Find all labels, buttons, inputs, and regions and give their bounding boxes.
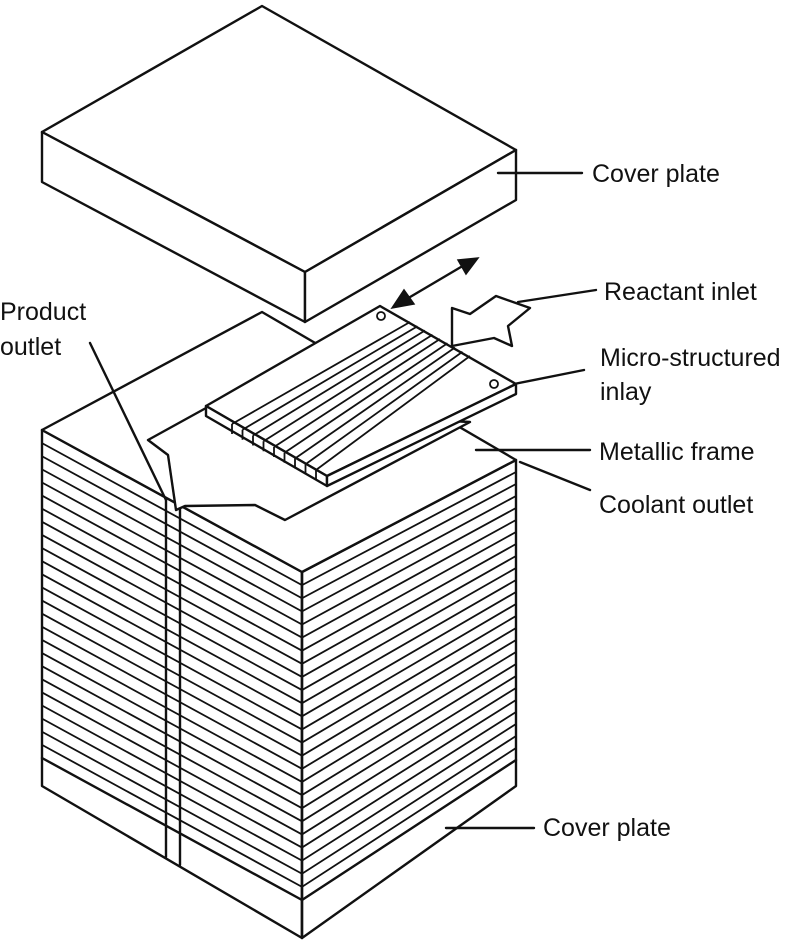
label-cover-plate-bottom: Cover plate	[543, 814, 671, 842]
leader-reactant-inlet	[516, 288, 598, 304]
label-product-outlet-2: outlet	[0, 333, 61, 361]
bottom-cover-right-edge	[300, 758, 518, 902]
flow-direction-arrow	[390, 257, 480, 310]
bottom-cover-left-edge	[40, 756, 304, 902]
frame-cavity-inner-edge	[147, 439, 177, 511]
label-metallic-frame: Metallic frame	[599, 438, 755, 466]
inlay-hole-right	[489, 379, 499, 389]
stack-body	[40, 428, 518, 940]
leader-coolant-outlet	[518, 460, 592, 492]
inlay-channel-line	[294, 346, 456, 460]
inlay-channel-line	[304, 351, 464, 465]
reactant-inlet-arrow	[450, 294, 532, 348]
arrow-head-left	[390, 288, 416, 310]
inlay-channel-line	[252, 329, 426, 437]
label-reactant-inlet: Reactant inlet	[604, 278, 757, 306]
inlay-channel-line	[283, 342, 449, 454]
inlay-channel-line	[273, 338, 441, 448]
inlay-channel-line	[242, 325, 418, 431]
double-arrow-shaft	[403, 262, 468, 302]
label-micro-structured-1: Micro-structured	[600, 344, 781, 372]
label-cover-plate-top: Cover plate	[592, 160, 720, 188]
top-cover-right-face	[303, 148, 518, 324]
leader-product-outlet	[88, 341, 168, 502]
label-micro-structured-2: inlay	[600, 378, 652, 406]
inlay-hole-left	[376, 311, 386, 321]
label-product-outlet-1: Product	[0, 298, 86, 326]
top-cover-plate	[40, 4, 518, 324]
leader-micro-structured-inlay	[512, 368, 586, 386]
label-coolant-outlet: Coolant outlet	[599, 491, 753, 519]
micro-structured-inlay	[204, 304, 518, 488]
inlay-channel-line	[263, 333, 433, 443]
arrow-head-right	[456, 257, 480, 276]
inlay-right-face	[325, 382, 518, 488]
inlay-channel-lines	[231, 321, 471, 480]
inlay-channel-line	[231, 321, 411, 425]
leader-lines	[88, 171, 598, 830]
inlay-channel-line	[315, 355, 471, 471]
